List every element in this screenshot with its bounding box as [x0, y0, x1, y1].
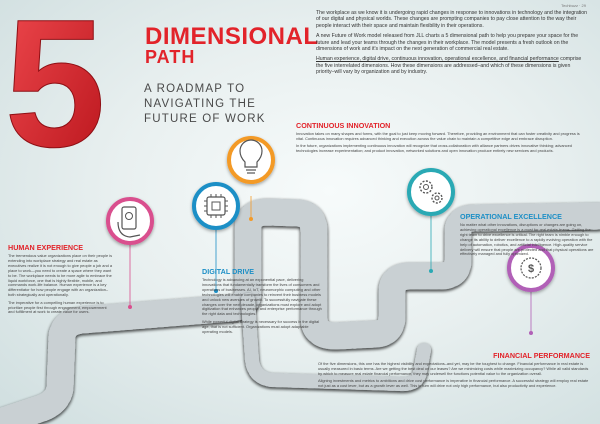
financial-performance-heading: FINANCIAL PERFORMANCE — [493, 351, 590, 360]
financial-performance-p2: Aligning investments and metrics to ambi… — [318, 378, 589, 389]
section-digital-drive: DIGITAL DRIVE Technology is advancing at… — [202, 268, 324, 337]
digital-drive-p2: While powerful digital strategy is neces… — [202, 318, 319, 334]
svg-text:$: $ — [528, 263, 534, 275]
hand-device-icon — [106, 197, 154, 245]
section-human-experience: HUMAN EXPERIENCE The tremendous value or… — [8, 244, 114, 318]
operational-excellence-heading: OPERATIONAL EXCELLENCE — [460, 212, 562, 221]
section-continuous-innovation: CONTINUOUS INNOVATION Innovation takes o… — [296, 122, 588, 157]
lightbulb-icon — [227, 136, 275, 184]
intro: The workplace as we know it is undergoin… — [316, 10, 588, 80]
page-number: Techbuzz · 29 — [561, 3, 586, 8]
human-experience-heading: HUMAN EXPERIENCE — [8, 243, 84, 252]
gears-icon — [407, 168, 455, 216]
continuous-innovation-p2: In the future, organizations implementin… — [296, 143, 572, 154]
chip-icon — [192, 182, 240, 230]
intro-dimensions-tail: comprise the five interrelated dimension… — [316, 56, 582, 76]
human-experience-p2: The imperative for a compelling human ex… — [8, 299, 107, 315]
dollar-coin-icon: $ — [507, 244, 555, 292]
road — [0, 198, 600, 424]
intro-dimensions: Human experience, digital drive, continu… — [316, 56, 559, 63]
digital-drive-heading: DIGITAL DRIVE — [202, 267, 255, 276]
intro-paragraph-1: The workplace as we know it is undergoin… — [316, 10, 588, 29]
title-line-1: DIMENSIONAL — [145, 23, 319, 50]
subtitle: A ROADMAP TO NAVIGATING THE FUTURE OF WO… — [144, 83, 266, 125]
continuous-innovation-heading: CONTINUOUS INNOVATION — [296, 121, 391, 130]
intro-paragraph-3: Human experience, digital drive, continu… — [316, 56, 588, 75]
five-glyph: 5 — [6, 6, 104, 158]
intro-paragraph-2: A new Future of Work model released from… — [316, 33, 579, 53]
continuous-innovation-p1: Innovation takes on many shapes and form… — [296, 131, 580, 141]
road-branch — [241, 293, 431, 384]
section-financial-performance: FINANCIAL PERFORMANCE Of the five dimens… — [318, 352, 590, 392]
section-operational-excellence: OPERATIONAL EXCELLENCE No matter what ot… — [460, 213, 594, 260]
human-experience-p1: The tremendous value organizations place… — [8, 253, 113, 298]
digital-drive-p1: Technology is advancing at an exponentia… — [202, 277, 322, 317]
financial-performance-p1: Of the five dimensions, this one has the… — [318, 361, 589, 376]
operational-excellence-p1: No matter what other innovations, disrup… — [460, 222, 594, 257]
big-number-five: 5 — [6, 6, 104, 158]
title-line-2: PATH — [145, 47, 196, 67]
